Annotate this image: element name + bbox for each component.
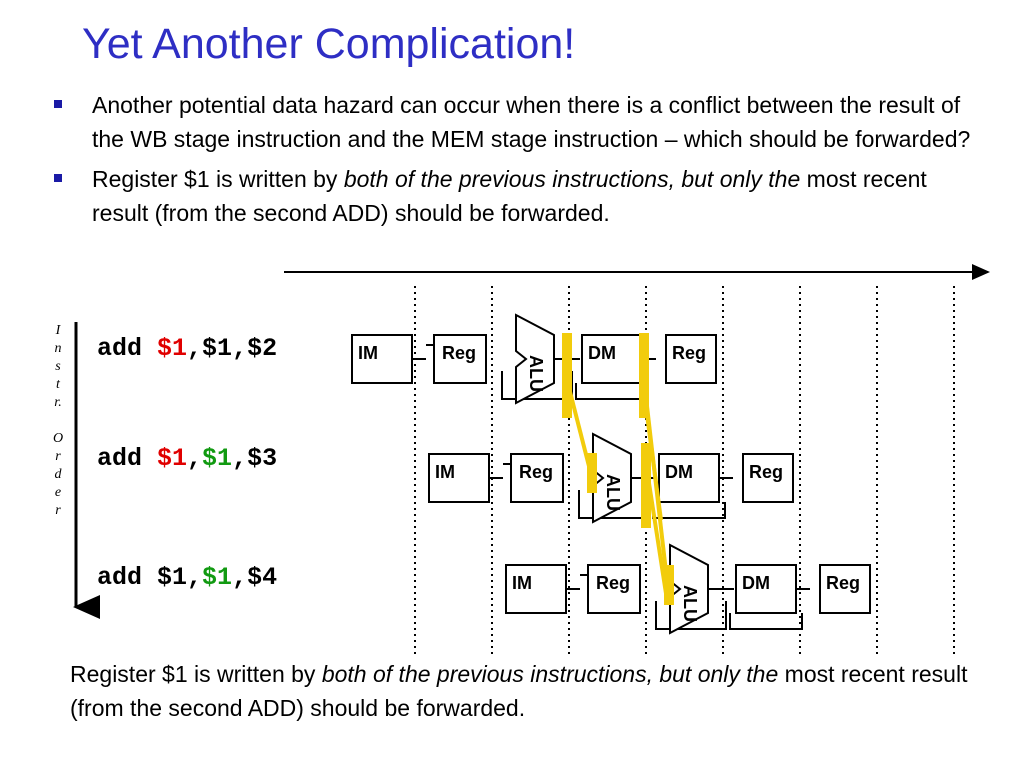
dm-block — [658, 453, 720, 503]
alu-label: ALU — [603, 474, 623, 511]
reg-block — [433, 334, 487, 384]
register-operand: $1 — [202, 563, 233, 592]
reg-wb-block — [742, 453, 794, 503]
caption-text-italic: both of the previous instructions, but o… — [321, 661, 779, 687]
bullet-text-italic: both of the previous instructions, but o… — [343, 166, 801, 192]
register-operand: $3 — [247, 444, 278, 473]
alu-loop — [655, 601, 727, 630]
register-operand: $4 — [247, 563, 278, 592]
instruction-2: add $1,$1,$3 — [97, 444, 277, 473]
axis-letter: r — [55, 449, 61, 464]
axis-letter: n — [54, 341, 62, 356]
dm-block — [735, 564, 797, 614]
reg-wb-label: Reg — [749, 462, 783, 482]
bullet-list: Another potential data hazard can occur … — [54, 88, 984, 236]
alu-block — [515, 313, 555, 405]
register-operand: $1 — [202, 334, 233, 363]
reg-label: Reg — [596, 573, 630, 593]
operand-separator: , — [232, 334, 248, 363]
dm-loop — [652, 502, 726, 519]
bullet-text-post: most recent result (from the second ADD)… — [92, 166, 927, 226]
reg-wb-label: Reg — [826, 573, 860, 593]
axis-letter: O — [52, 431, 64, 446]
slide-title: Yet Another Complication! — [82, 20, 576, 68]
register-operand: $1 — [157, 563, 188, 592]
forwarding-paths — [565, 379, 671, 601]
operand-separator: , — [187, 334, 203, 363]
im-label: IM — [435, 462, 455, 482]
operand-separator: , — [187, 563, 203, 592]
forward-bar — [639, 333, 649, 418]
reg-wb-block — [819, 564, 871, 614]
instr-opcode: add — [97, 444, 158, 473]
im-label: IM — [512, 573, 532, 593]
register-operand: $2 — [247, 334, 278, 363]
reg-label: Reg — [442, 343, 476, 363]
bullet-square-icon — [54, 100, 62, 108]
bullet-item: Another potential data hazard can occur … — [54, 88, 984, 156]
bullet-item: Register $1 is written by both of the pr… — [54, 162, 984, 230]
connector — [580, 574, 589, 589]
register-operand: $1 — [157, 334, 188, 363]
reg-wb-block — [665, 334, 717, 384]
dm-loop — [575, 383, 649, 400]
bullet-text: Another potential data hazard can occur … — [92, 92, 971, 152]
dm-label: DM — [665, 462, 693, 482]
reg-wb-label: Reg — [672, 343, 706, 363]
caption-text-pre: Register $1 is written by — [70, 661, 322, 687]
forward-bar — [562, 333, 572, 418]
forward-bar — [641, 443, 651, 528]
alu-label: ALU — [526, 355, 546, 392]
axis-letter: t — [56, 377, 60, 392]
axis-letter: r. — [54, 395, 62, 410]
operand-separator: , — [232, 563, 248, 592]
slide-caption: Register $1 is written by both of the pr… — [70, 657, 990, 725]
connector — [503, 463, 512, 478]
instr-opcode: add — [97, 563, 158, 592]
register-operand: $1 — [202, 444, 233, 473]
axis-letter: s — [55, 359, 61, 374]
axis-letter: I — [55, 323, 61, 338]
instruction-3: add $1,$1,$4 — [97, 563, 277, 592]
caption-text-post: most recent result (from the second ADD)… — [70, 661, 968, 721]
register-operand: $1 — [157, 444, 188, 473]
dm-label: DM — [588, 343, 616, 363]
im-block — [428, 453, 490, 503]
connector — [426, 344, 435, 359]
dm-label: DM — [742, 573, 770, 593]
bullet-square-icon — [54, 174, 62, 182]
alu-label: ALU — [680, 585, 700, 622]
im-block — [505, 564, 567, 614]
axis-letter: e — [54, 485, 62, 500]
dm-loop — [729, 613, 803, 630]
instr-opcode: add — [97, 334, 158, 363]
reg-block — [510, 453, 564, 503]
instruction-1: add $1,$1,$2 — [97, 334, 277, 363]
reg-block — [587, 564, 641, 614]
reg-label: Reg — [519, 462, 553, 482]
im-label: IM — [358, 343, 378, 363]
bullet-text-pre: Register $1 is written by — [92, 166, 344, 192]
operand-separator: , — [232, 444, 248, 473]
axis-letter: r — [55, 503, 61, 518]
axis-letter: d — [54, 467, 62, 482]
im-block — [351, 334, 413, 384]
operand-separator: , — [187, 444, 203, 473]
